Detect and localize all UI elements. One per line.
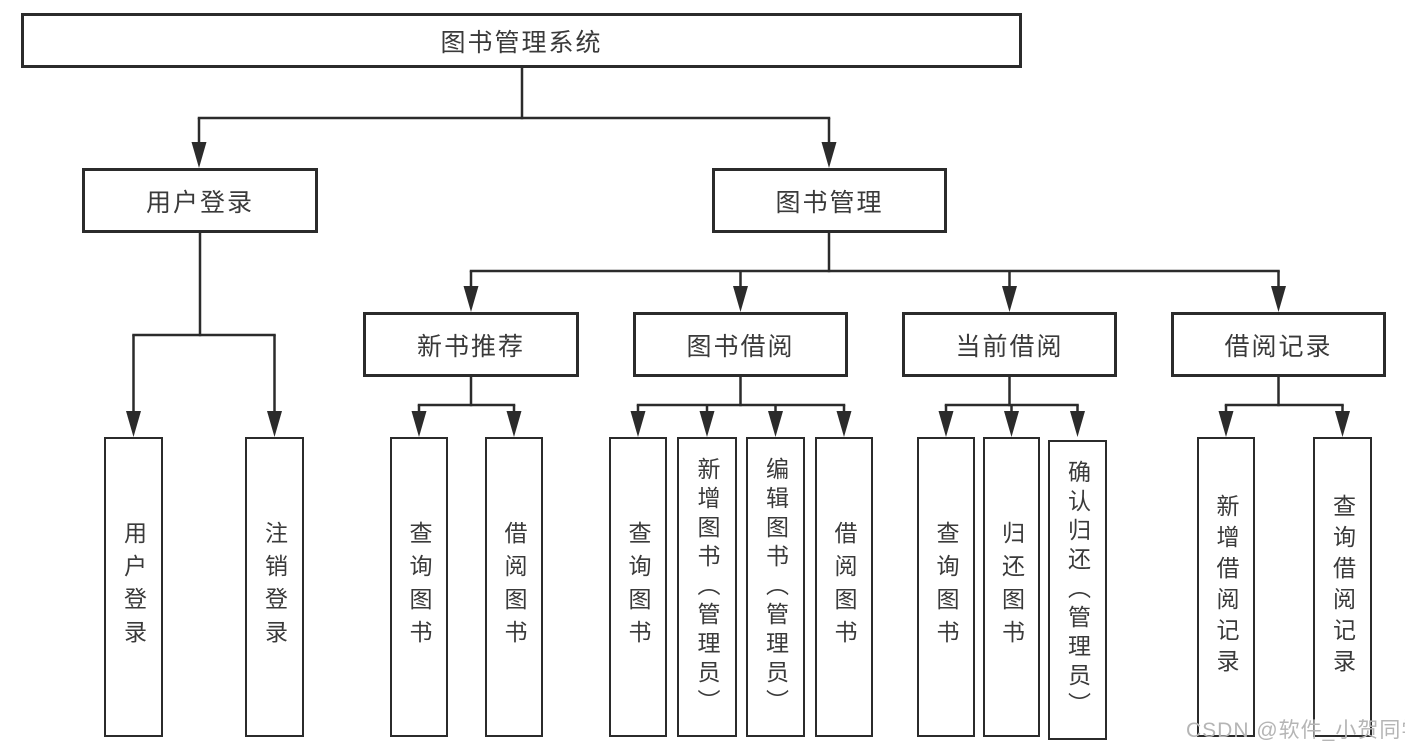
leaf-user-login: 用户登录	[104, 437, 163, 737]
node-new-book-recommend: 新书推荐	[363, 312, 579, 377]
leaf-add-borrow-record: 新增借阅记录	[1197, 437, 1255, 737]
node-book-borrow: 图书借阅	[633, 312, 848, 377]
leaf-query-books-recommend: 查询图书	[390, 437, 448, 737]
leaf-confirm-return-admin: 确认归还（管理员）	[1048, 440, 1107, 740]
connector-current-borrow	[938, 375, 1085, 437]
connector-new-book	[411, 375, 522, 437]
leaf-logout: 注销登录	[245, 437, 304, 737]
node-book-management: 图书管理	[712, 168, 947, 233]
connector-book-borrow	[630, 375, 852, 437]
connector-book-management	[463, 231, 1286, 312]
connector-root	[191, 66, 837, 168]
csdn-watermark: CSDN @软件_小贺同学	[1186, 719, 1405, 742]
leaf-query-books-current: 查询图书	[917, 437, 975, 737]
leaf-add-book-admin: 新增图书（管理员）	[677, 437, 737, 737]
leaf-query-books-borrow: 查询图书	[609, 437, 667, 737]
node-current-borrow: 当前借阅	[902, 312, 1117, 377]
node-borrow-records: 借阅记录	[1171, 312, 1386, 377]
connector-user-login	[126, 231, 282, 437]
node-system: 图书管理系统	[21, 13, 1022, 68]
node-user-login: 用户登录	[82, 168, 318, 233]
leaf-borrow-books-recommend: 借阅图书	[485, 437, 543, 737]
leaf-edit-book-admin: 编辑图书（管理员）	[746, 437, 805, 737]
connector-borrow-records	[1218, 375, 1350, 437]
leaf-query-borrow-record: 查询借阅记录	[1313, 437, 1372, 737]
leaf-borrow-books: 借阅图书	[815, 437, 873, 737]
leaf-return-book: 归还图书	[983, 437, 1040, 737]
